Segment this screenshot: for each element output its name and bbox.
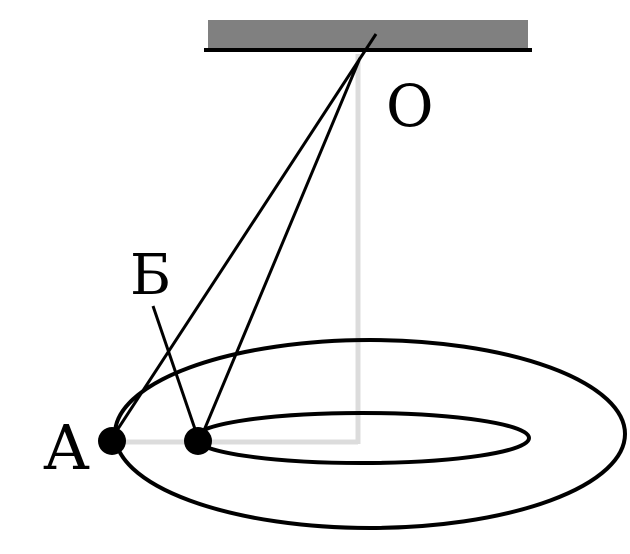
string-to-b [198, 57, 362, 441]
label-a: A [43, 411, 90, 484]
inner-circular-path [193, 411, 531, 465]
string-to-a [110, 33, 378, 439]
bob-a [98, 427, 126, 455]
label-b-pointer [151, 305, 198, 433]
label-o: O [386, 72, 434, 140]
label-b: Б [130, 243, 171, 308]
bob-b [184, 427, 212, 455]
